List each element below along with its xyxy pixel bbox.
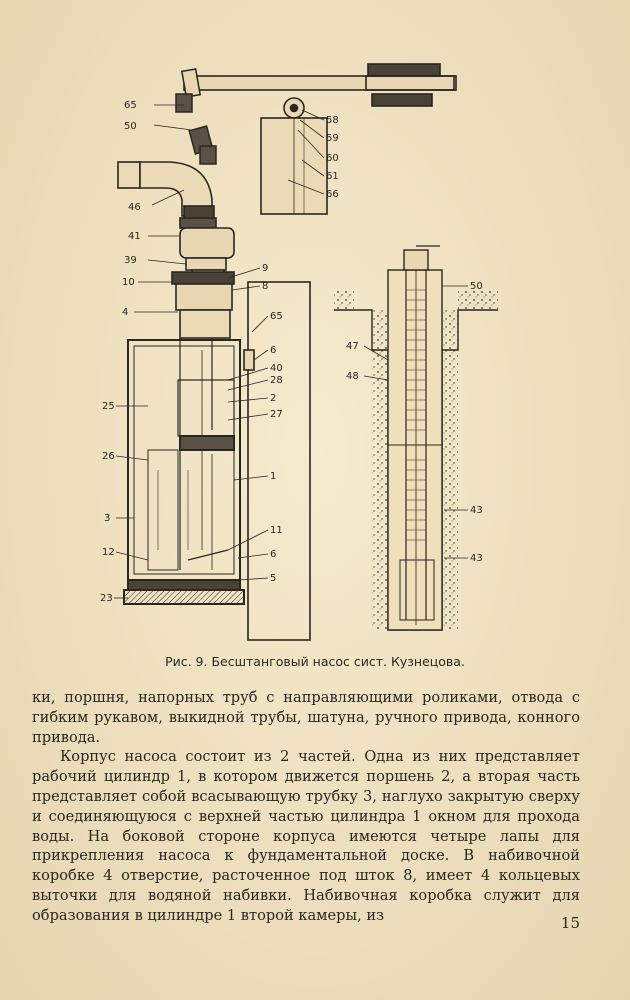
fig-label: 12: [102, 547, 115, 558]
stuffing-box: [171, 271, 235, 339]
fig-label: 59: [326, 133, 339, 144]
pump-diagram: 65 50 46 41 39 10 4 25 26 3 12 23 58 59 …: [100, 63, 498, 641]
fig-label: 25: [102, 401, 115, 412]
foundation-board: [243, 281, 311, 641]
fig-label: 61: [326, 171, 339, 182]
fig-label: 50: [470, 281, 483, 292]
fig-label: 9: [262, 263, 268, 274]
page-number: 15: [560, 914, 580, 932]
fig-label: 65: [270, 311, 283, 322]
fig-label: 1: [270, 471, 276, 482]
fig-label: 48: [346, 371, 359, 382]
fig-label: 4: [122, 307, 128, 318]
figure-labels-right: 58 59 60 61 66 9 8 65 6 40 28 2 27 1 11 …: [262, 115, 339, 584]
fig-label: 50: [124, 121, 137, 132]
fig-label: 40: [270, 363, 283, 374]
fig-label: 43: [470, 553, 483, 564]
fig-label: 6: [270, 549, 276, 560]
pump-body: [123, 338, 245, 605]
fig-label: 3: [104, 513, 110, 524]
fig-label: 39: [124, 255, 137, 266]
leader-lines: [114, 104, 468, 599]
fig-label: 26: [102, 451, 115, 462]
fig-label: 66: [326, 189, 339, 200]
paragraph: Корпус насоса состоит из 2 частей. Одна …: [32, 748, 580, 924]
discharge-elbow: [117, 161, 217, 229]
lever: [183, 63, 457, 215]
fig-label: 28: [270, 375, 283, 386]
fig-label: 41: [128, 231, 141, 242]
pump-figure: 65 50 46 41 39 10 4 25 26 3 12 23 58 59 …: [88, 50, 568, 650]
fig-label: 23: [100, 593, 113, 604]
fig-label: 2: [270, 393, 276, 404]
well: [334, 245, 498, 631]
fig-label: 8: [262, 281, 268, 292]
fig-label: 60: [326, 153, 339, 164]
figure-labels-well: 50 47 48 43 43: [346, 281, 483, 564]
paragraph: ки, поршня, напорных труб с направляющим…: [32, 689, 580, 746]
figure-caption: Рис. 9. Бесштанговый насос сист. Кузнецо…: [165, 654, 465, 669]
fig-label: 46: [128, 202, 141, 213]
fig-label: 65: [124, 100, 137, 111]
fig-label: 10: [122, 277, 135, 288]
figure-labels-left: 65 50 46 41 39 10 4 25 26 3 12 23: [100, 100, 141, 604]
fig-label: 58: [326, 115, 339, 126]
crank: [175, 68, 217, 165]
fig-label: 47: [346, 341, 359, 352]
fig-label: 43: [470, 505, 483, 516]
fig-label: 5: [270, 573, 276, 584]
body-text: ки, поршня, напорных труб с направляющим…: [32, 688, 580, 926]
fig-label: 6: [270, 345, 276, 356]
fig-label: 11: [270, 525, 283, 536]
fig-label: 27: [270, 409, 283, 420]
